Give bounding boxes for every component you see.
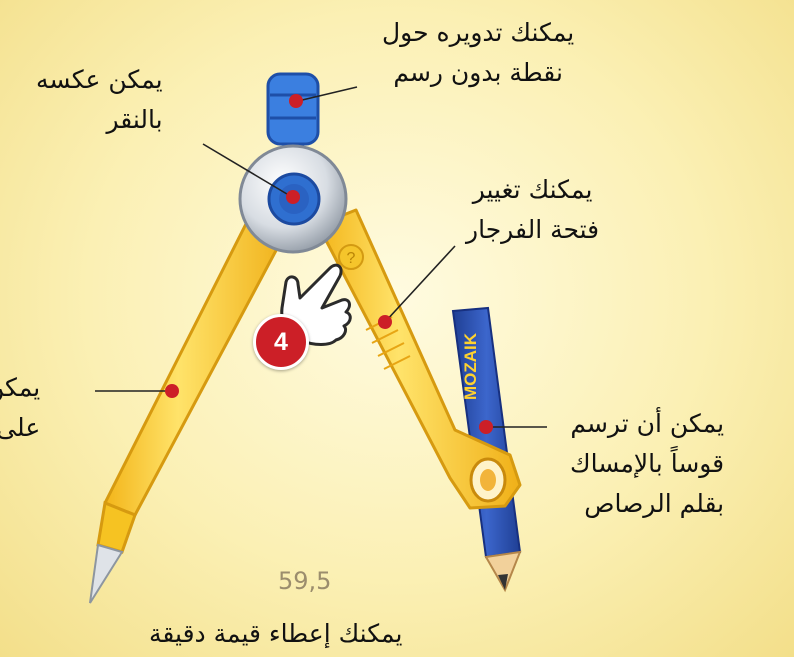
marker-opening (378, 315, 392, 329)
label-left-cut: يمكن على (0, 368, 40, 448)
label-exact-value: يمكنك إعطاء قيمة دقيقة (149, 614, 402, 654)
measure-value[interactable]: 59,5 (278, 567, 332, 595)
label-opening: يمكنك تغيير فتحة الفرجار (466, 170, 599, 250)
label-draw-arc: يمكن أن ترسم قوساً بالإمساك بقلم الرصاص (570, 404, 724, 524)
marker-pencil (479, 420, 493, 434)
label-draw-arc-line1: يمكن أن ترسم (570, 409, 725, 438)
marker-left-leg (165, 384, 179, 398)
label-exact-value-text: يمكنك إعطاء قيمة دقيقة (149, 619, 403, 648)
label-draw-arc-line3: بقلم الرصاص (584, 489, 725, 518)
pencil-brand-text: MOZAIK (461, 332, 480, 400)
step-badge: 4 (253, 314, 309, 370)
marker-rotate (289, 94, 303, 108)
label-rotate-line1: يمكنك تدويره حول (382, 18, 575, 47)
leader-lines (95, 86, 547, 428)
label-opening-line2: فتحة الفرجار (466, 215, 600, 244)
help-icon-glyph: ? (347, 250, 356, 267)
label-opening-line1: يمكنك تغيير (472, 175, 593, 204)
help-icon[interactable]: ? (338, 244, 364, 270)
compass-left-leg[interactable] (89, 210, 290, 604)
label-flip-line2: بالنقر (106, 105, 163, 134)
compass-right-leg[interactable] (316, 208, 522, 510)
callout-markers (165, 94, 493, 434)
marker-flip (286, 190, 300, 204)
label-rotate: يمكنك تدويره حول نقطة بدون رسم (382, 13, 574, 93)
label-flip-line1: يمكن عكسه (36, 65, 163, 94)
label-left-cut-line1: يمكن (0, 373, 41, 402)
label-draw-arc-line2: قوساً بالإمساك (570, 449, 725, 478)
label-rotate-line2: نقطة بدون رسم (393, 58, 563, 87)
label-left-cut-line2: على (0, 413, 41, 442)
label-flip: يمكن عكسه بالنقر (36, 60, 163, 140)
